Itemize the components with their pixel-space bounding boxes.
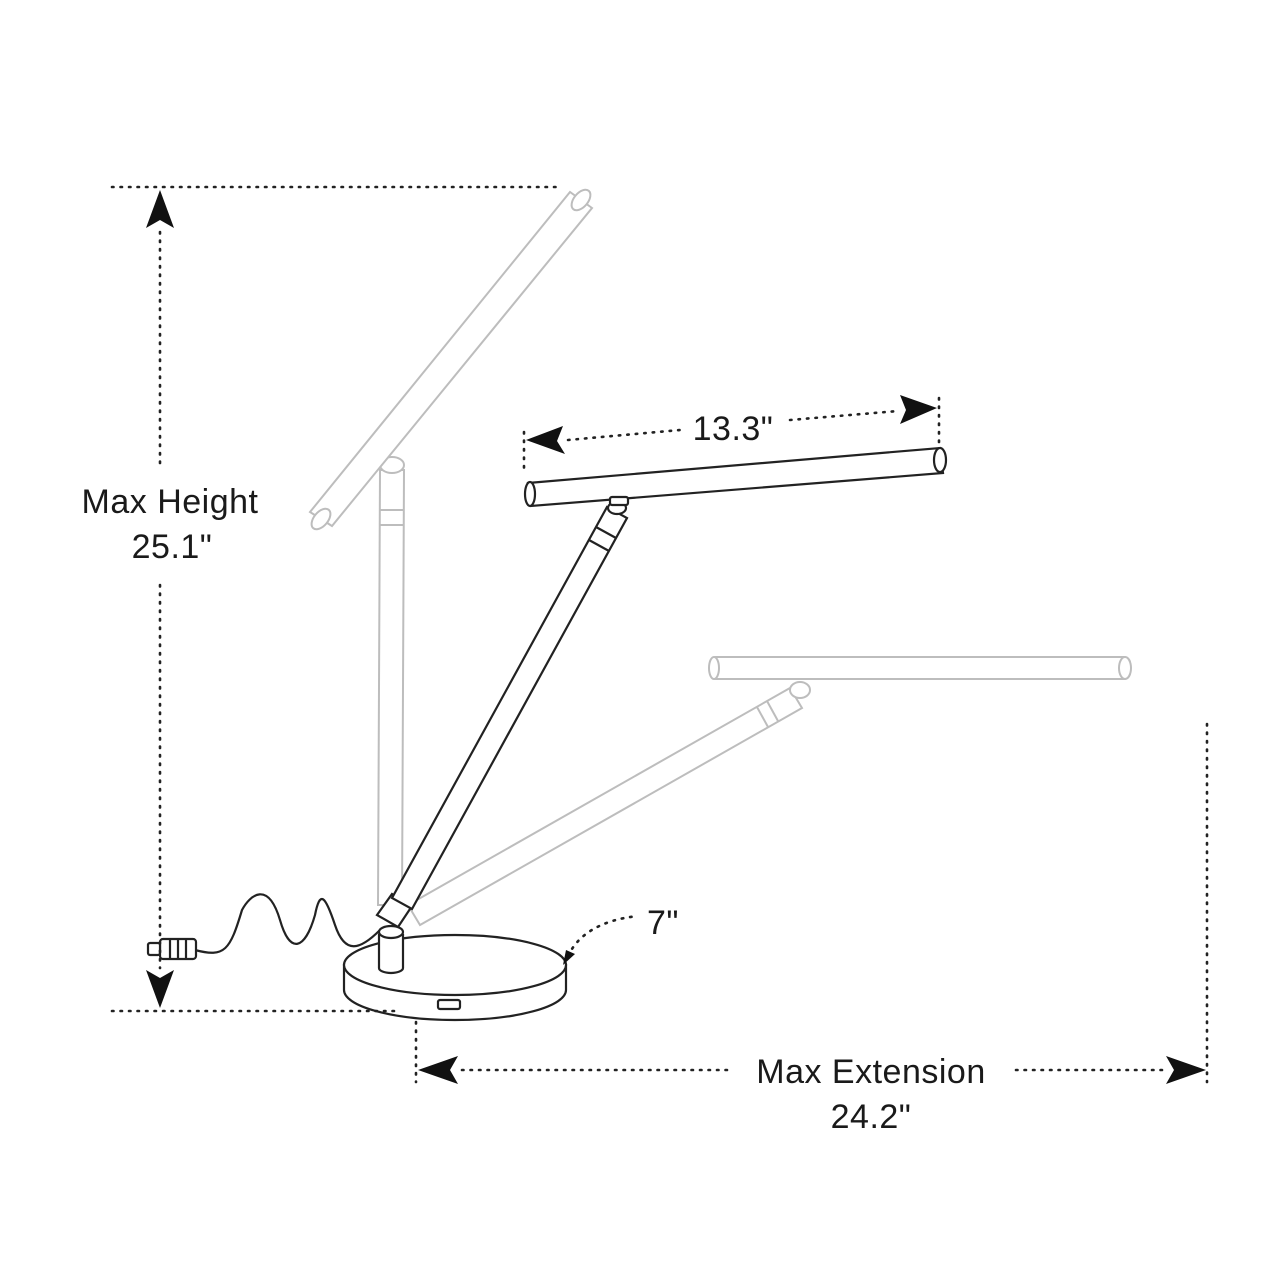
max-height-value: 25.1": [132, 528, 213, 566]
head-length-dimension: 13.3": [522, 395, 941, 472]
ghost-lamp-upright: [308, 188, 594, 906]
left-arrow-icon: [526, 426, 565, 454]
ghost-lamp-extended: [406, 656, 1132, 927]
right-arrow-icon: [900, 395, 937, 424]
right-arrow-icon: [1166, 1056, 1206, 1084]
max-extension-label: Max Extension: [756, 1053, 986, 1091]
base-diameter-dimension: 7": [563, 904, 679, 965]
lamp-cord: [146, 893, 381, 961]
base-diameter-value: 7": [647, 904, 679, 942]
usb-port-icon: [436, 998, 462, 1011]
height-dimension: Max Height 25.1": [82, 185, 560, 1013]
max-extension-value: 24.2": [831, 1098, 912, 1136]
up-arrow-icon: [146, 190, 174, 228]
small-arrow-icon: [563, 950, 575, 965]
down-arrow-icon: [146, 970, 174, 1008]
lamp-arm: [375, 500, 629, 975]
left-arrow-icon: [418, 1056, 458, 1084]
lamp-base: [342, 933, 568, 1022]
max-height-label: Max Height: [82, 483, 259, 521]
lamp-head: [523, 446, 948, 508]
head-length-value: 13.3": [693, 410, 774, 448]
extension-dimension: Max Extension 24.2": [414, 722, 1209, 1136]
